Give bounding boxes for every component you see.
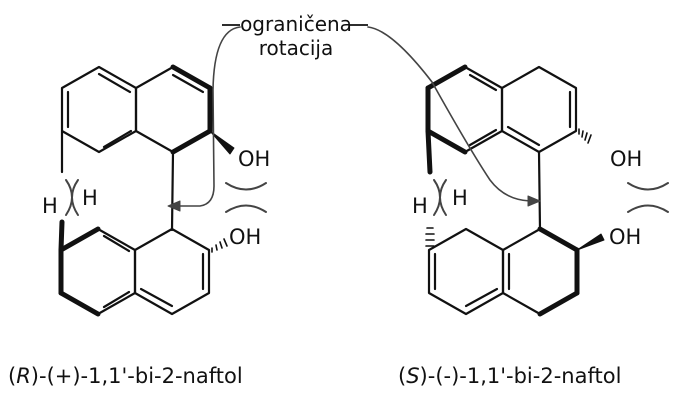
annotation-line-1: ograničena bbox=[240, 12, 352, 36]
r-top-oh-label: OH bbox=[238, 147, 270, 171]
s-caption-config: S bbox=[406, 364, 420, 388]
s-caption-rest: )-(-)-1,1'-bi-2-naftol bbox=[419, 364, 622, 388]
s-peri-ch-top bbox=[425, 128, 433, 175]
s-rotation-arrowhead bbox=[527, 195, 541, 207]
r-bottom-oh-label: OH bbox=[229, 225, 261, 249]
r-hh-clash-right bbox=[65, 179, 73, 216]
s-h-left-label: H bbox=[412, 194, 428, 218]
s-binol-caption: (S)-(-)-1,1'-bi-2-naftol bbox=[398, 364, 621, 388]
r-caption-open: ( bbox=[8, 364, 17, 388]
r-peri-ch-bottom bbox=[58, 219, 65, 253]
r-binol-caption: (R)-(+)-1,1'-bi-2-naftol bbox=[8, 364, 243, 388]
r-rotation-pointer bbox=[175, 26, 241, 207]
r-biaryl-bond bbox=[170, 150, 175, 232]
s-hh-clash-right bbox=[433, 179, 441, 216]
s-h-right-label: H bbox=[452, 186, 468, 210]
s-rotation-pointer bbox=[367, 26, 531, 202]
s-bottom-oh-wedge bbox=[576, 233, 605, 251]
s-top-oh-hash bbox=[578, 128, 592, 144]
r-h-right-label: H bbox=[82, 186, 98, 210]
r-bottom-oh-hash bbox=[211, 238, 228, 253]
annotation-line-2: rotacija bbox=[258, 36, 334, 60]
s-biaryl-bond bbox=[537, 150, 542, 232]
r-lower-ring-b bbox=[133, 227, 211, 316]
r-binol-structure bbox=[58, 26, 267, 317]
s-peri-ch-bottom-hash bbox=[425, 227, 435, 247]
r-caption-config: R bbox=[16, 364, 31, 388]
s-upper-ring-b bbox=[500, 65, 578, 154]
r-upper-ring-a bbox=[60, 65, 138, 154]
r-ohoh-clash-top bbox=[225, 182, 267, 191]
s-caption-open: ( bbox=[398, 364, 407, 388]
s-lower-ring-a bbox=[427, 227, 505, 316]
r-ohoh-clash-bottom bbox=[225, 204, 267, 213]
r-caption-rest: )-(+)-1,1'-bi-2-naftol bbox=[30, 364, 243, 388]
r-rotation-arrowhead bbox=[167, 200, 181, 212]
r-h-left-label: H bbox=[42, 194, 58, 218]
s-bottom-oh-label: OH bbox=[609, 225, 641, 249]
s-ohoh-clash-bottom bbox=[627, 204, 669, 213]
restricted-rotation-annotation: ograničena rotacija bbox=[240, 12, 352, 60]
s-top-oh-label: OH bbox=[610, 147, 642, 171]
s-binol-structure bbox=[367, 26, 669, 317]
r-top-oh-wedge bbox=[209, 130, 235, 155]
s-ohoh-clash-top bbox=[627, 182, 669, 191]
